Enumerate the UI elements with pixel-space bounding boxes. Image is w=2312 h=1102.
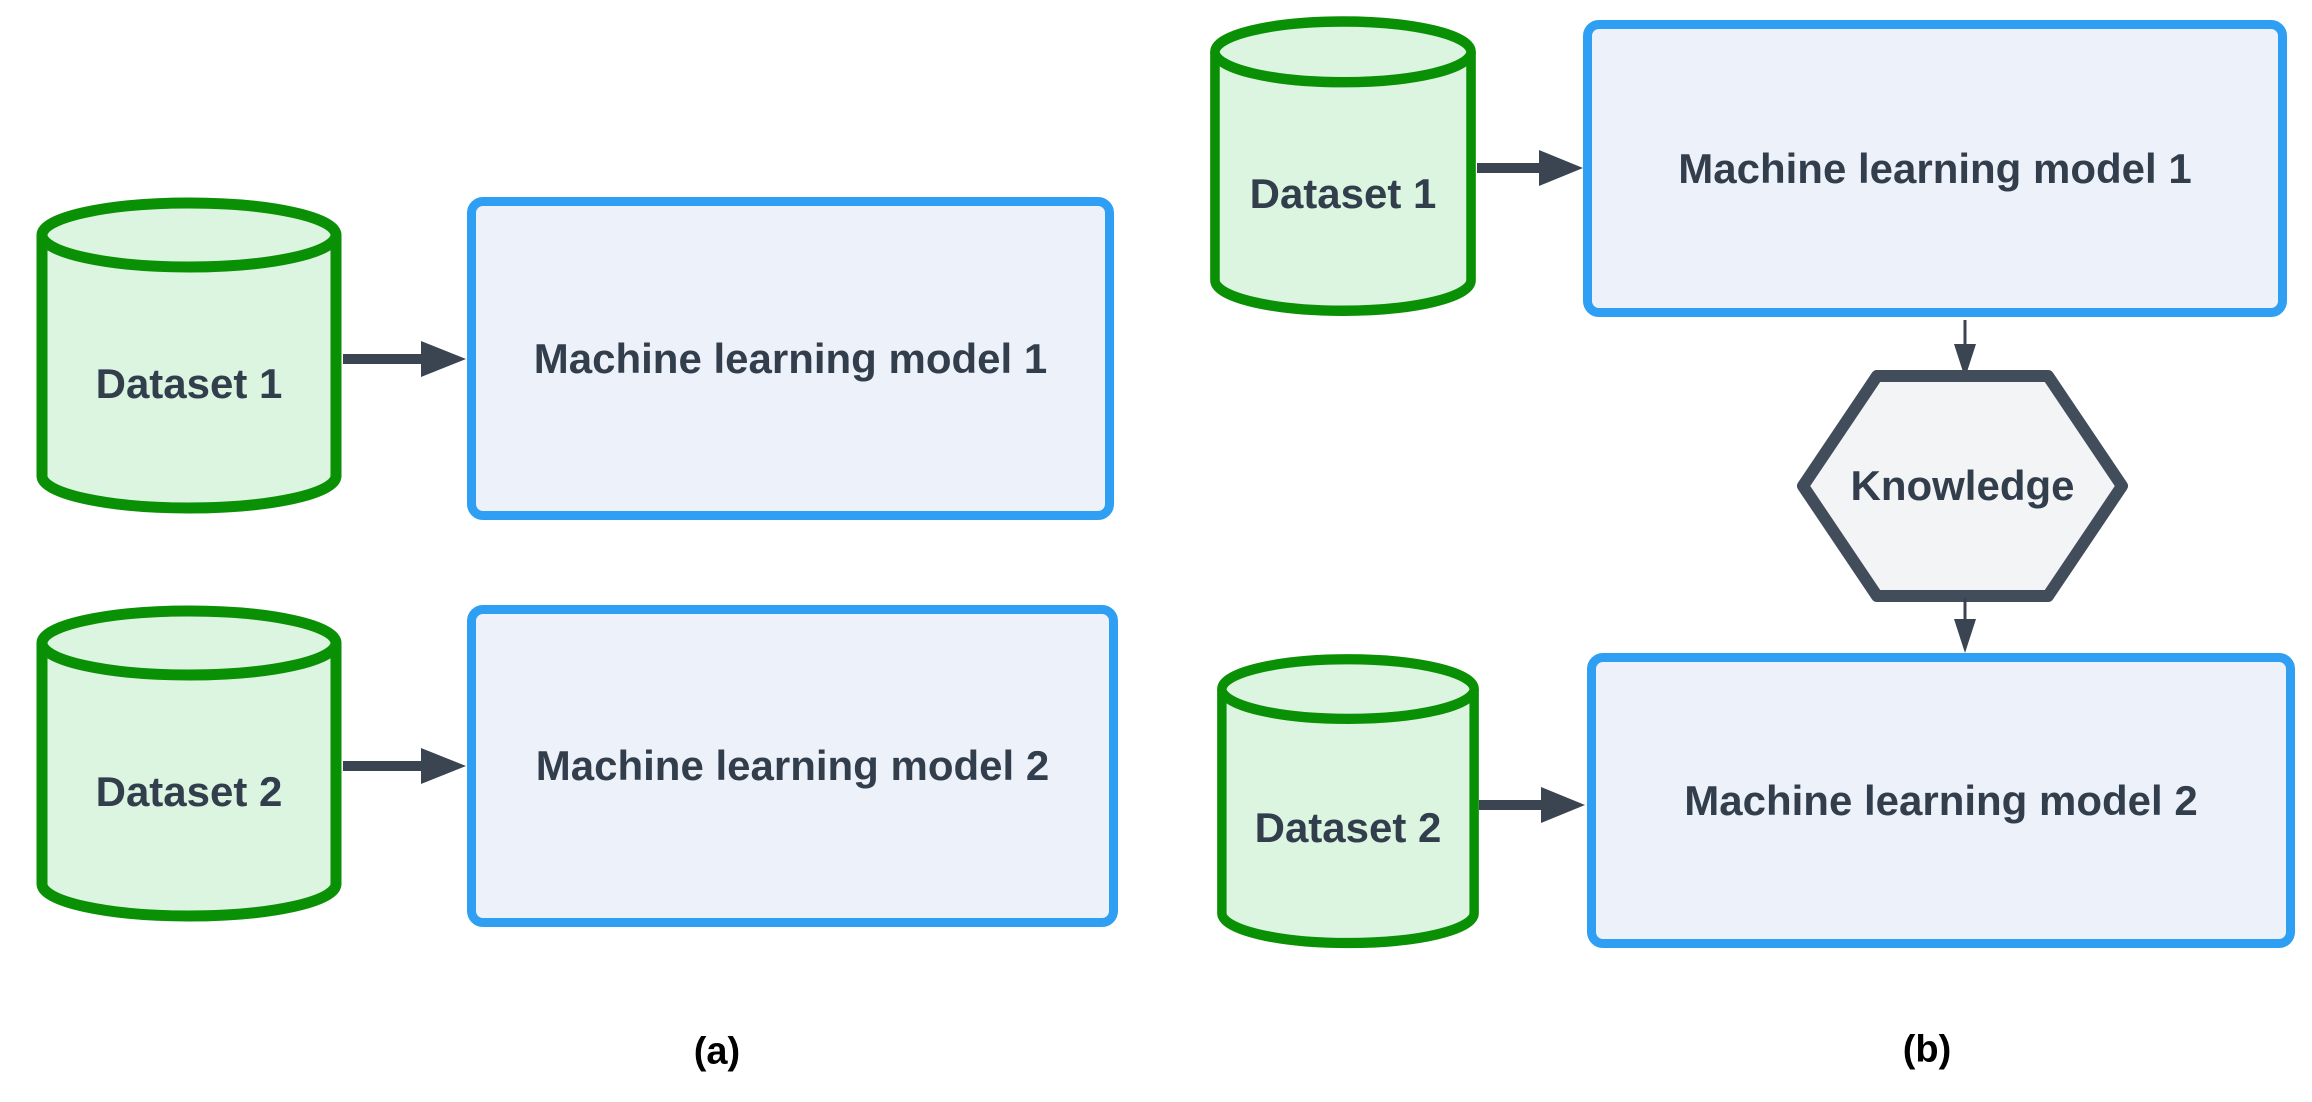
arrow-right-icon xyxy=(1479,787,1585,823)
panel-a-model2-label: Machine learning model 2 xyxy=(535,742,1050,789)
panel-b-model2-box: Machine learning model 2 xyxy=(1587,653,2295,948)
database-cylinder-icon xyxy=(36,197,342,514)
arrow-right-icon xyxy=(343,341,466,377)
panel-b-model1-box: Machine learning model 1 xyxy=(1583,20,2287,317)
panel-b-model1-label: Machine learning model 1 xyxy=(1678,144,2192,192)
panel-a-model1-label: Machine learning model 1 xyxy=(533,334,1048,382)
panel-a-model2-box: Machine learning model 2 xyxy=(467,605,1118,927)
panel-b-model2-label: Machine learning model 2 xyxy=(1684,776,2198,824)
arrow-down-icon xyxy=(1954,598,1976,653)
panel-a-caption: (a) xyxy=(693,1030,741,1073)
panel-a-model1-box: Machine learning model 1 xyxy=(467,197,1114,520)
arrow-down-icon xyxy=(1954,320,1976,378)
panel-b-dataset1-node: Dataset 1 xyxy=(1208,12,1478,325)
panel-b-dataset2-node: Dataset 2 xyxy=(1215,650,1481,957)
database-cylinder-icon xyxy=(36,605,342,922)
arrow-right-icon xyxy=(343,748,466,784)
arrow-right-icon xyxy=(1477,150,1583,186)
panel-a-dataset2-node: Dataset 2 xyxy=(34,601,344,931)
panel-b-caption: (b) xyxy=(1902,1028,1952,1071)
knowledge-node: Knowledge xyxy=(1796,369,2129,603)
database-cylinder-icon xyxy=(1217,654,1479,949)
hexagon-icon xyxy=(1797,370,2128,602)
database-cylinder-icon xyxy=(1210,16,1476,316)
panel-a-dataset1-node: Dataset 1 xyxy=(34,193,344,523)
